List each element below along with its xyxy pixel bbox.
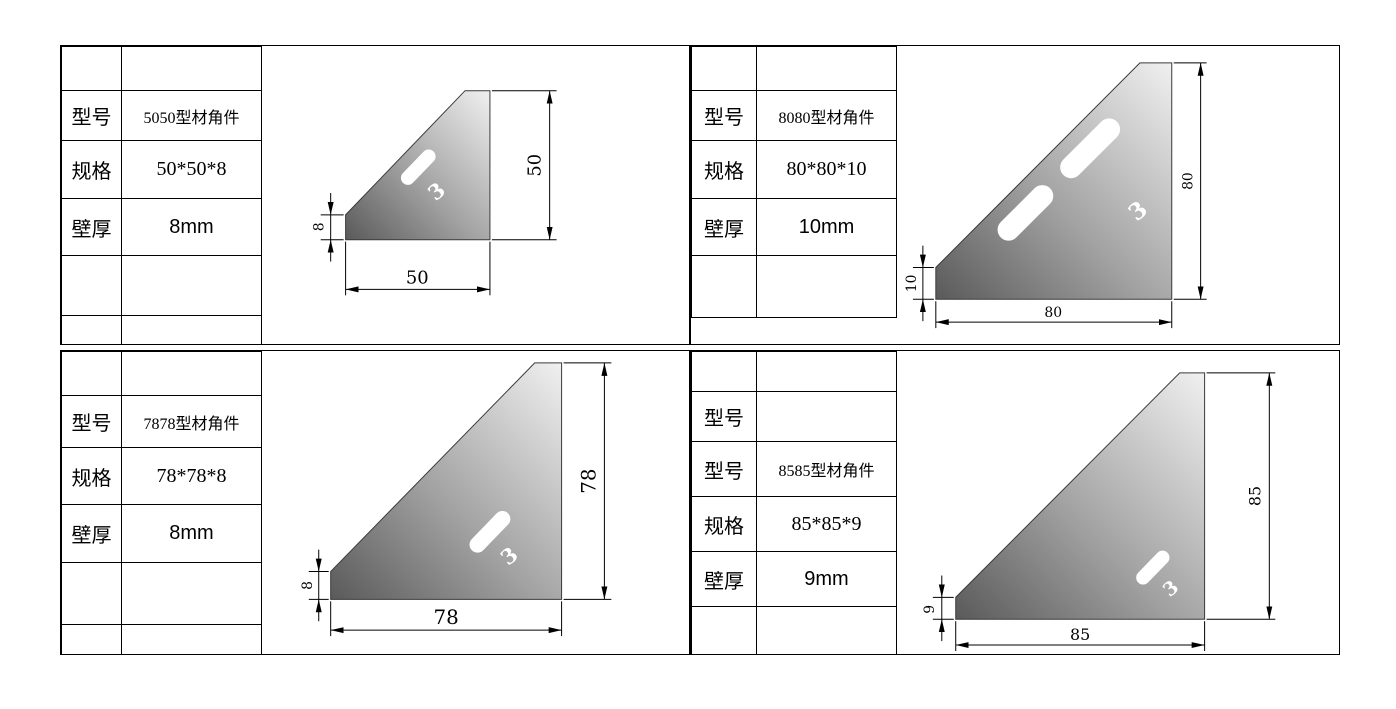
dim-thickness: 10 bbox=[904, 245, 934, 322]
dim-width: 85 bbox=[955, 621, 1206, 652]
dim-height-label: 80 bbox=[1181, 172, 1197, 190]
spec-row-empty bbox=[691, 351, 897, 392]
spec-table-5050: 型号 5050型材角件 规格 50*50*8 壁厚 8mm bbox=[61, 46, 262, 345]
dim-thickness-label: 10 bbox=[904, 275, 920, 293]
spec-label: 壁厚 bbox=[61, 504, 122, 563]
bracket-drawing-7878: 3 78 78 8 bbox=[300, 362, 612, 637]
spec-row-model: 型号 8585型材角件 bbox=[691, 441, 897, 497]
dim-thickness-label: 8 bbox=[312, 222, 328, 231]
spec-row-empty bbox=[61, 315, 262, 345]
bracket-drawing-5050: 3 50 50 8 bbox=[312, 90, 557, 296]
spec-label: 型号 bbox=[691, 391, 757, 442]
spec-value: 5050型材角件 bbox=[121, 90, 262, 141]
spec-row-empty bbox=[691, 606, 897, 655]
spec-label: 壁厚 bbox=[691, 551, 757, 607]
dim-height: 78 bbox=[563, 362, 612, 600]
bracket-drawing-8080: 3 80 80 10 bbox=[904, 62, 1207, 329]
spec-label: 规格 bbox=[691, 496, 757, 552]
spec-label: 型号 bbox=[691, 441, 757, 497]
dim-thickness-label: 8 bbox=[300, 581, 316, 590]
spec-row-empty bbox=[61, 351, 262, 396]
spec-label: 型号 bbox=[61, 90, 122, 141]
spec-label: 壁厚 bbox=[61, 198, 122, 256]
spec-value bbox=[756, 391, 897, 442]
bracket-shape bbox=[955, 372, 1206, 620]
bracket-shape bbox=[330, 362, 563, 600]
spec-value: 8mm bbox=[121, 198, 262, 256]
dim-height: 85 bbox=[1206, 372, 1276, 620]
spec-row-empty bbox=[691, 46, 897, 91]
spec-table-8080: 型号 8080型材角件 规格 80*80*10 壁厚 10mm bbox=[691, 46, 897, 318]
spec-label: 型号 bbox=[691, 90, 757, 141]
spec-row-model: 型号 8080型材角件 bbox=[691, 90, 897, 141]
dim-width-label: 78 bbox=[433, 606, 458, 629]
spec-label: 规格 bbox=[691, 140, 757, 199]
spec-row-thickness: 壁厚 8mm bbox=[61, 504, 262, 563]
spec-value: 78*78*8 bbox=[121, 447, 262, 505]
slot-cutout bbox=[1136, 550, 1170, 585]
spec-table-7878: 型号 7878型材角件 规格 78*78*8 壁厚 8mm bbox=[61, 351, 262, 655]
dim-width-label: 85 bbox=[1070, 625, 1090, 644]
spec-row-thickness: 壁厚 10mm bbox=[691, 198, 897, 256]
spec-value: 9mm bbox=[756, 551, 897, 607]
spec-row-empty bbox=[61, 46, 262, 91]
spec-row-empty bbox=[691, 255, 897, 318]
spec-row-model: 型号 5050型材角件 bbox=[61, 90, 262, 141]
dim-width: 78 bbox=[330, 601, 563, 637]
spec-row-model-blank: 型号 bbox=[691, 391, 897, 442]
dim-width-label: 50 bbox=[406, 267, 429, 288]
slot-cutout bbox=[469, 510, 511, 553]
dim-width: 50 bbox=[345, 241, 491, 296]
spec-row-thickness: 壁厚 9mm bbox=[691, 551, 897, 607]
dim-height: 50 bbox=[491, 90, 557, 241]
panel-5050: 型号 5050型材角件 规格 50*50*8 壁厚 8mm 3 50 bbox=[60, 45, 690, 345]
dim-thickness: 8 bbox=[312, 193, 344, 262]
dim-height-label: 78 bbox=[577, 469, 600, 494]
spec-label: 壁厚 bbox=[691, 198, 757, 256]
spec-value: 8080型材角件 bbox=[756, 90, 897, 141]
spec-value: 7878型材角件 bbox=[121, 395, 262, 448]
spec-row-model: 型号 7878型材角件 bbox=[61, 395, 262, 448]
dim-thickness: 8 bbox=[300, 549, 329, 622]
dim-thickness: 9 bbox=[922, 575, 954, 642]
slot-cutout bbox=[400, 149, 436, 185]
spec-label: 规格 bbox=[61, 140, 122, 199]
dim-width-label: 80 bbox=[1044, 305, 1062, 321]
spec-row-spec: 规格 78*78*8 bbox=[61, 447, 262, 505]
dim-height: 80 bbox=[1173, 62, 1207, 300]
dim-height-label: 50 bbox=[525, 154, 546, 177]
dim-width: 80 bbox=[935, 301, 1173, 329]
spec-value: 80*80*10 bbox=[756, 140, 897, 199]
spec-value: 85*85*9 bbox=[756, 496, 897, 552]
spec-value: 10mm bbox=[756, 198, 897, 256]
bracket-shape bbox=[935, 62, 1173, 300]
spec-row-thickness: 壁厚 8mm bbox=[61, 198, 262, 256]
bracket-drawing-8585: 3 85 85 9 bbox=[922, 372, 1276, 652]
spec-value: 8mm bbox=[121, 504, 262, 563]
slot-cutout bbox=[997, 185, 1054, 241]
spec-value: 50*50*8 bbox=[121, 140, 262, 199]
panel-8080: 型号 8080型材角件 规格 80*80*10 壁厚 10mm 3 80 bbox=[690, 45, 1340, 345]
panel-8585: 型号 型号 8585型材角件 规格 85*85*9 壁厚 9mm 3 bbox=[690, 350, 1340, 655]
spec-table-8585: 型号 型号 8585型材角件 规格 85*85*9 壁厚 9mm bbox=[691, 351, 897, 655]
dim-thickness-label: 9 bbox=[922, 605, 938, 614]
spec-value: 8585型材角件 bbox=[756, 441, 897, 497]
spec-row-empty bbox=[61, 255, 262, 316]
spec-label: 规格 bbox=[61, 447, 122, 505]
slot-cutout bbox=[1060, 118, 1121, 179]
panel-7878: 型号 7878型材角件 规格 78*78*8 壁厚 8mm 3 78 bbox=[60, 350, 690, 655]
spec-row-spec: 规格 50*50*8 bbox=[61, 140, 262, 199]
spec-label: 型号 bbox=[61, 395, 122, 448]
spec-row-empty bbox=[61, 624, 262, 655]
spec-row-empty bbox=[61, 562, 262, 625]
dim-height-label: 85 bbox=[1245, 486, 1264, 506]
spec-row-spec: 规格 80*80*10 bbox=[691, 140, 897, 199]
spec-row-spec: 规格 85*85*9 bbox=[691, 496, 897, 552]
